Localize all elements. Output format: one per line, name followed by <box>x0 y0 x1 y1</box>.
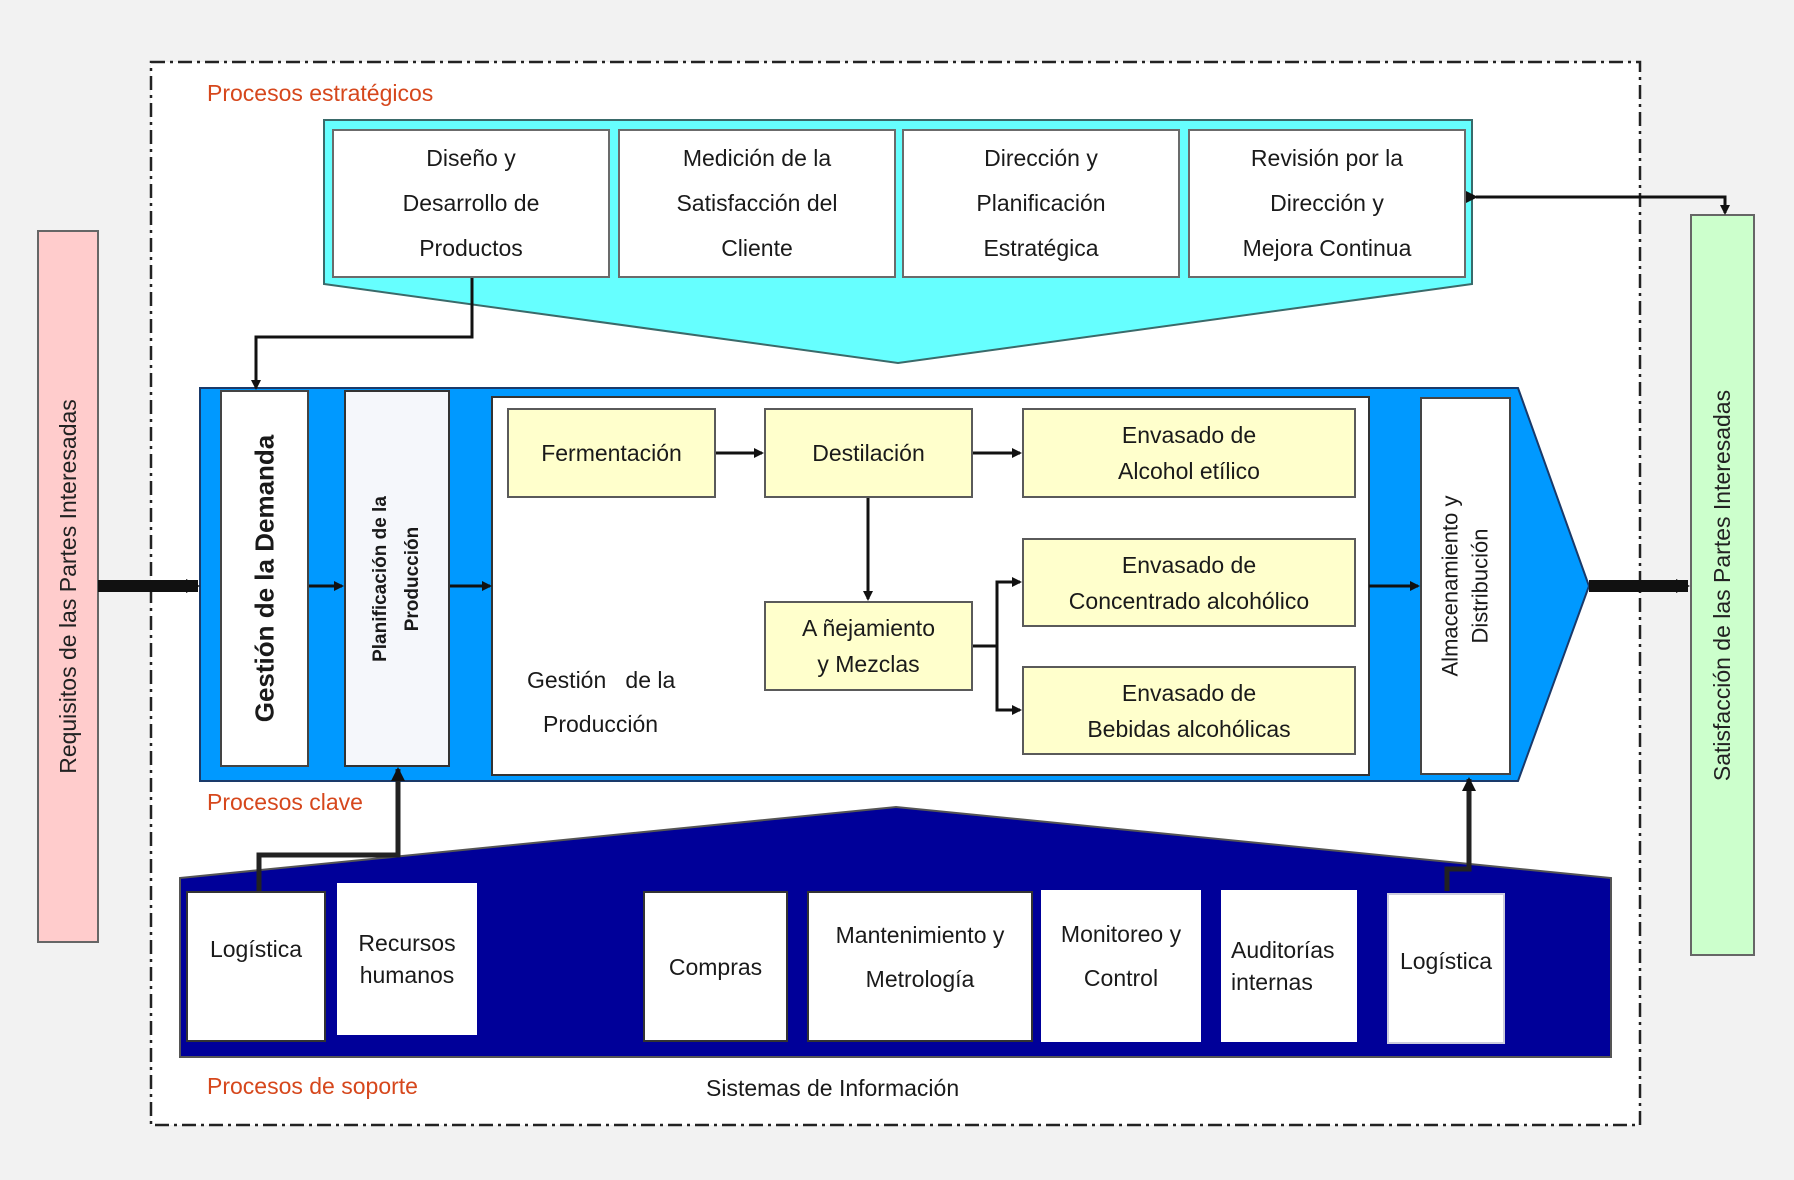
connector-design-to-demand <box>251 278 474 390</box>
production-management-line2: Producción <box>543 711 659 737</box>
support-label: Logística <box>1399 948 1493 974</box>
production-planning-label: Planificación de la Producción <box>370 495 423 662</box>
step-pack-beverages[interactable]: Envasado de Bebidas alcohólicas <box>1022 666 1356 755</box>
support-label: Mantenimiento y <box>835 922 1005 948</box>
strategic-box-line: Desarrollo de <box>402 190 540 216</box>
support-box-purchasing[interactable]: Compras <box>643 891 788 1042</box>
strategic-box-line: Diseño y <box>426 145 516 171</box>
strategic-box-line: Revisión por la <box>1250 145 1404 171</box>
step-label: Envasado de <box>1121 551 1257 578</box>
arrow-aging-to-packaging <box>973 577 1022 648</box>
step-label: Alcohol etílico <box>1118 458 1260 484</box>
support-label: internas <box>1231 969 1313 995</box>
step-fermentation[interactable]: Fermentación <box>507 408 716 498</box>
strategic-box-line: Cliente <box>721 235 793 261</box>
requirements-bar <box>37 230 99 943</box>
strategic-box-line: Satisfacción del <box>676 190 838 216</box>
step-pack-concentrate[interactable]: Envasado de Concentrado alcohólico <box>1022 538 1356 627</box>
storage-distribution-label: Almacenamiento y Distribución <box>1437 495 1493 677</box>
step-label: Envasado de <box>1121 422 1257 448</box>
support-label: Monitoreo y <box>1060 921 1182 947</box>
support-label: humanos <box>359 962 455 988</box>
arrow-aging-to-beverages <box>995 646 1022 715</box>
step-label: Concentrado alcohólico <box>1068 587 1310 614</box>
support-label: Logística <box>209 936 303 962</box>
strategic-box-line: Productos <box>419 235 523 261</box>
strategic-box-line: Mejora Continua <box>1242 235 1412 261</box>
strategic-box-line: Estratégica <box>983 235 1099 261</box>
strategic-box-design[interactable]: Diseño y Desarrollo de Productos <box>332 129 610 278</box>
support-box-internal-audits[interactable]: Auditorías internas <box>1221 890 1357 1042</box>
section-label-key: Procesos clave <box>207 789 363 815</box>
strategic-box-line: Dirección y <box>1270 190 1384 216</box>
strategic-chevron <box>323 119 1473 365</box>
arrow-logistics-to-storage <box>1444 777 1476 891</box>
storage-distribution-box[interactable]: Almacenamiento y Distribución <box>1420 397 1511 775</box>
support-box-human-resources[interactable]: Recursos humanos <box>337 883 477 1035</box>
step-distillation[interactable]: Destilación <box>764 408 973 498</box>
requirements-text: Requisitos de las Partes Interesadas <box>54 399 81 774</box>
requirements-label: Requisitos de las Partes Interesadas <box>38 231 98 942</box>
demand-management-label: Gestión de la Demanda <box>249 434 279 723</box>
section-label-support: Procesos de soporte <box>207 1073 418 1099</box>
strategic-box-review[interactable]: Revisión por la Dirección y Mejora Conti… <box>1188 129 1466 278</box>
support-label: Metrología <box>865 966 975 992</box>
connector-review-satisfaction <box>1464 190 1730 215</box>
step-label: y Mezclas <box>817 651 920 677</box>
step-label: Fermentación <box>541 440 682 466</box>
strategic-box-line: Planificación <box>976 190 1106 216</box>
support-label: Recursos <box>358 930 456 956</box>
support-label: Compras <box>668 953 763 980</box>
strategic-box-line: Dirección y <box>984 145 1098 171</box>
strategic-box-satisfaction[interactable]: Medición de la Satisfacción del Cliente <box>618 129 896 278</box>
demand-management-box[interactable]: Gestión de la Demanda <box>220 390 309 767</box>
support-box-maintenance[interactable]: Mantenimiento y Metrología <box>807 891 1033 1042</box>
step-label: Destilación <box>812 440 925 466</box>
support-label: Control <box>1083 965 1159 991</box>
step-pack-ethyl-alcohol[interactable]: Envasado de Alcohol etílico <box>1022 408 1356 498</box>
support-box-logistics-2[interactable]: Logística <box>1387 893 1505 1044</box>
support-box-monitoring[interactable]: Monitoreo y Control <box>1041 890 1201 1042</box>
step-label: A ñejamiento <box>802 615 935 641</box>
production-planning-box[interactable]: Planificación de la Producción <box>344 390 450 767</box>
information-systems-label: Sistemas de Información <box>706 1075 960 1101</box>
strategic-box-direction[interactable]: Dirección y Planificación Estratégica <box>902 129 1180 278</box>
step-label: Envasado de <box>1121 679 1257 706</box>
satisfaction-text: Satisfacción de las Partes Interesadas <box>1709 389 1735 781</box>
support-label: Auditorías <box>1231 937 1335 963</box>
step-label: Bebidas alcohólicas <box>1087 715 1291 742</box>
production-management-line1: Gestión de la <box>527 667 676 693</box>
strategic-box-line: Medición de la <box>682 145 832 171</box>
support-box-logistics-1[interactable]: Logística <box>186 891 326 1042</box>
arrow-logistics-to-planning <box>256 767 405 891</box>
step-aging-blending[interactable]: A ñejamiento y Mezclas <box>764 601 973 691</box>
satisfaction-bar <box>1690 214 1755 956</box>
satisfaction-label: Satisfacción de las Partes Interesadas <box>1691 215 1754 955</box>
section-label-strategic: Procesos estratégicos <box>207 80 434 106</box>
